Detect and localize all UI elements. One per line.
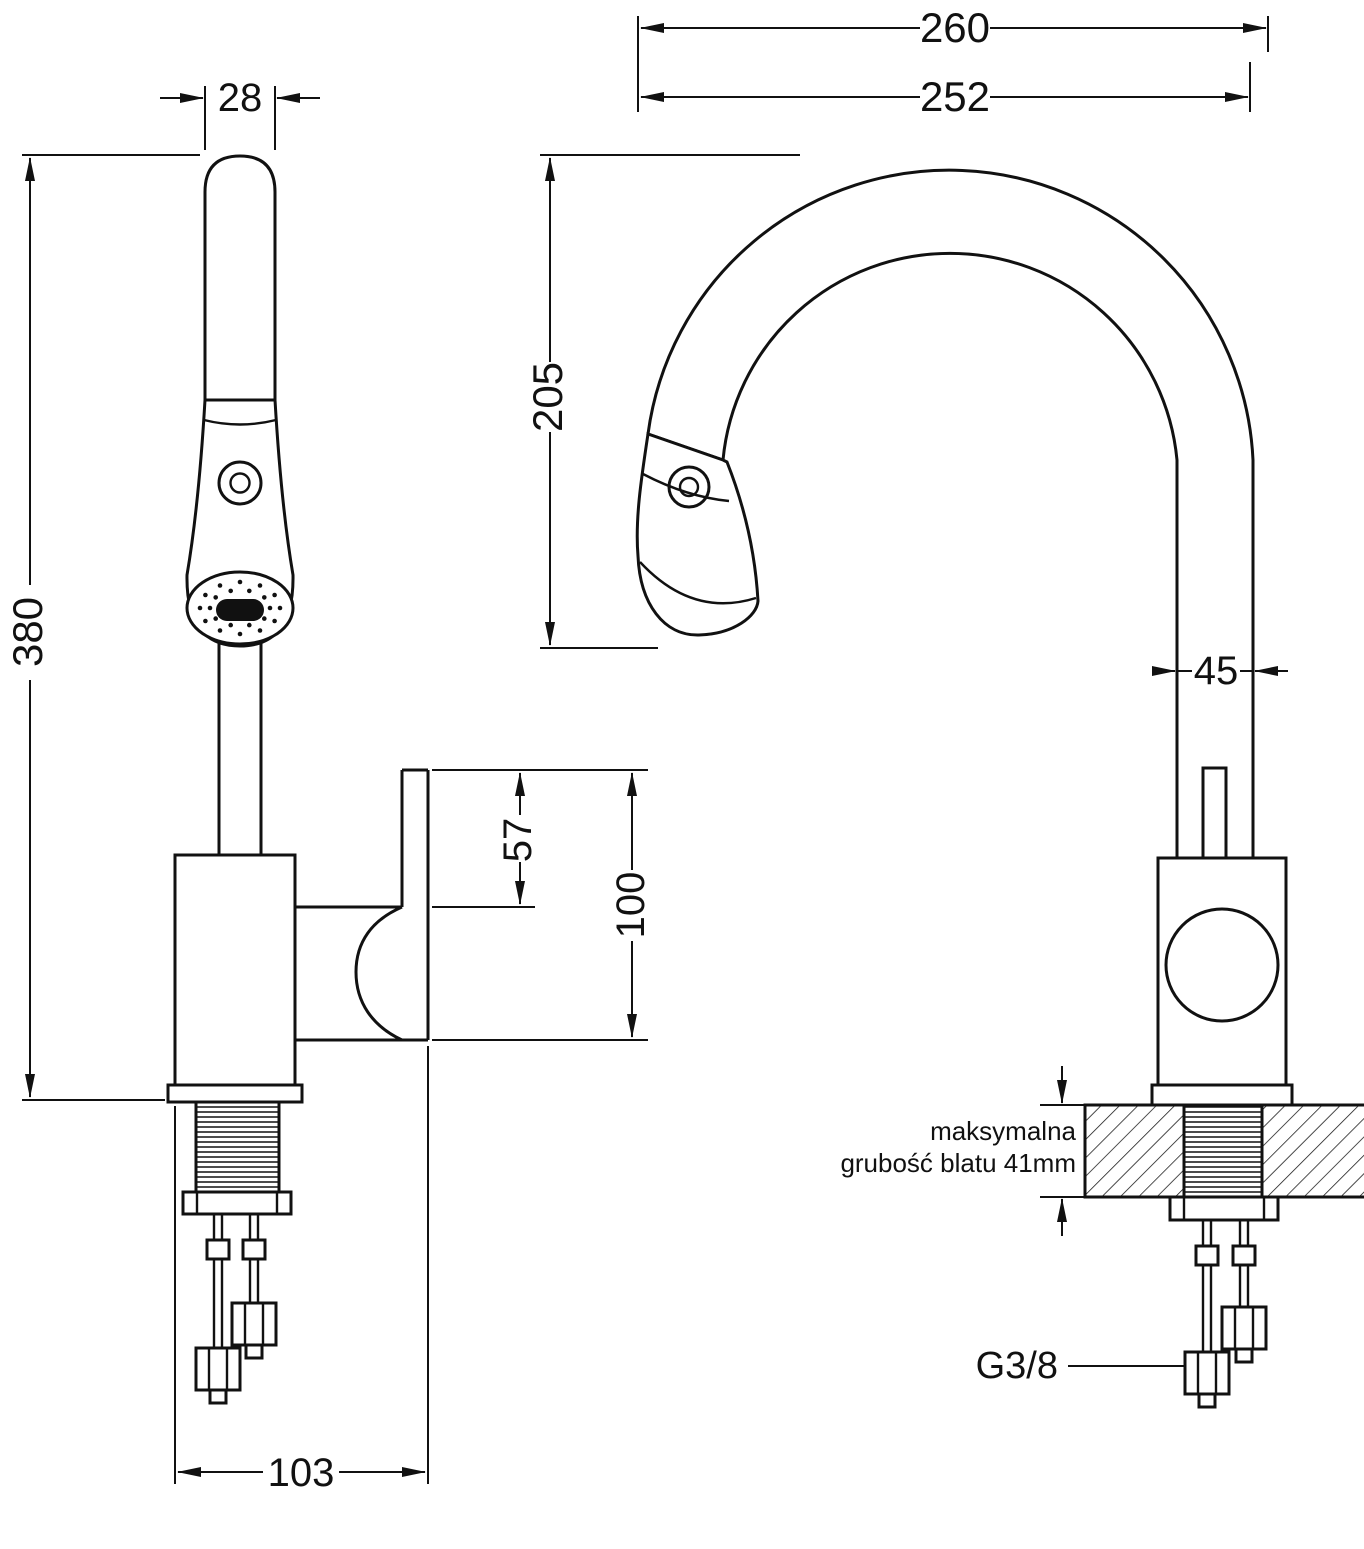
mounting-washer-side [1168,1195,1280,1222]
base-flange-side [1150,1083,1294,1107]
dim-380-value: 380 [4,597,51,667]
dimensions: 28 380 205 260 [4,4,1288,1495]
countertop-thickness-callout: maksymalna grubość blatu 41mm [840,1066,1085,1236]
spray-head-side [635,431,760,637]
threaded-stem-front [194,1100,281,1194]
dimension-57: 57 [432,769,648,908]
dimension-380: 380 [4,154,200,1101]
dimension-103: 103 [174,1046,429,1495]
dim-100-value: 100 [609,872,653,939]
dimension-28: 28 [160,76,320,150]
dim-57-value: 57 [496,818,540,863]
dimension-252: 252 [640,62,1251,120]
riser-pipe [217,640,263,857]
spray-nozzle-dots [197,579,283,637]
dim-28-value: 28 [218,76,263,120]
side-view [635,168,1364,1409]
counter-note-line1: maksymalna [930,1116,1076,1146]
faucet-body-front [173,853,297,1087]
counter-note-line2: grubość blatu 41mm [840,1148,1076,1178]
hose-nut-side-right [1220,1305,1268,1351]
mounting-hardware-side [1168,1195,1280,1409]
handle-ball-joint [1164,907,1280,1023]
handle-lever-side [1201,766,1228,860]
dim-205-value: 205 [524,362,571,432]
dimension-260: 260 [637,4,1269,112]
front-view [166,154,430,1405]
dim-103-value: 103 [268,1451,335,1495]
mounting-washer-front [181,1190,293,1216]
spray-mode-button [217,460,263,506]
spout-cylinder [203,154,277,402]
spray-head [185,398,295,648]
spray-outlet [216,599,264,621]
thread-size-label: G3/8 [976,1345,1058,1387]
base-flange-front [166,1083,304,1104]
countertop-right [1260,1103,1364,1199]
hose-nut-side-left [1183,1350,1231,1396]
dim-260-value: 260 [920,4,990,51]
handle-joint-arc [354,905,403,1042]
handle-assembly-front [295,768,430,1042]
threaded-stem-side [1182,1103,1264,1199]
dim-252-value: 252 [920,73,990,120]
thread-size-callout: G3/8 [976,1345,1186,1387]
hose-nut-front-left [194,1346,242,1392]
hose-nut-front-right [230,1301,278,1347]
dim-45-value: 45 [1194,649,1239,693]
dimension-45: 45 [1152,649,1288,693]
dimension-100: 100 [432,772,653,1041]
countertop-left [1083,1103,1186,1199]
spray-mode-button-side [667,465,711,509]
countertop-section [1083,1103,1364,1199]
gooseneck-spout [646,168,1255,860]
dimension-205: 205 [524,154,800,649]
mounting-hardware-front [166,1083,304,1405]
